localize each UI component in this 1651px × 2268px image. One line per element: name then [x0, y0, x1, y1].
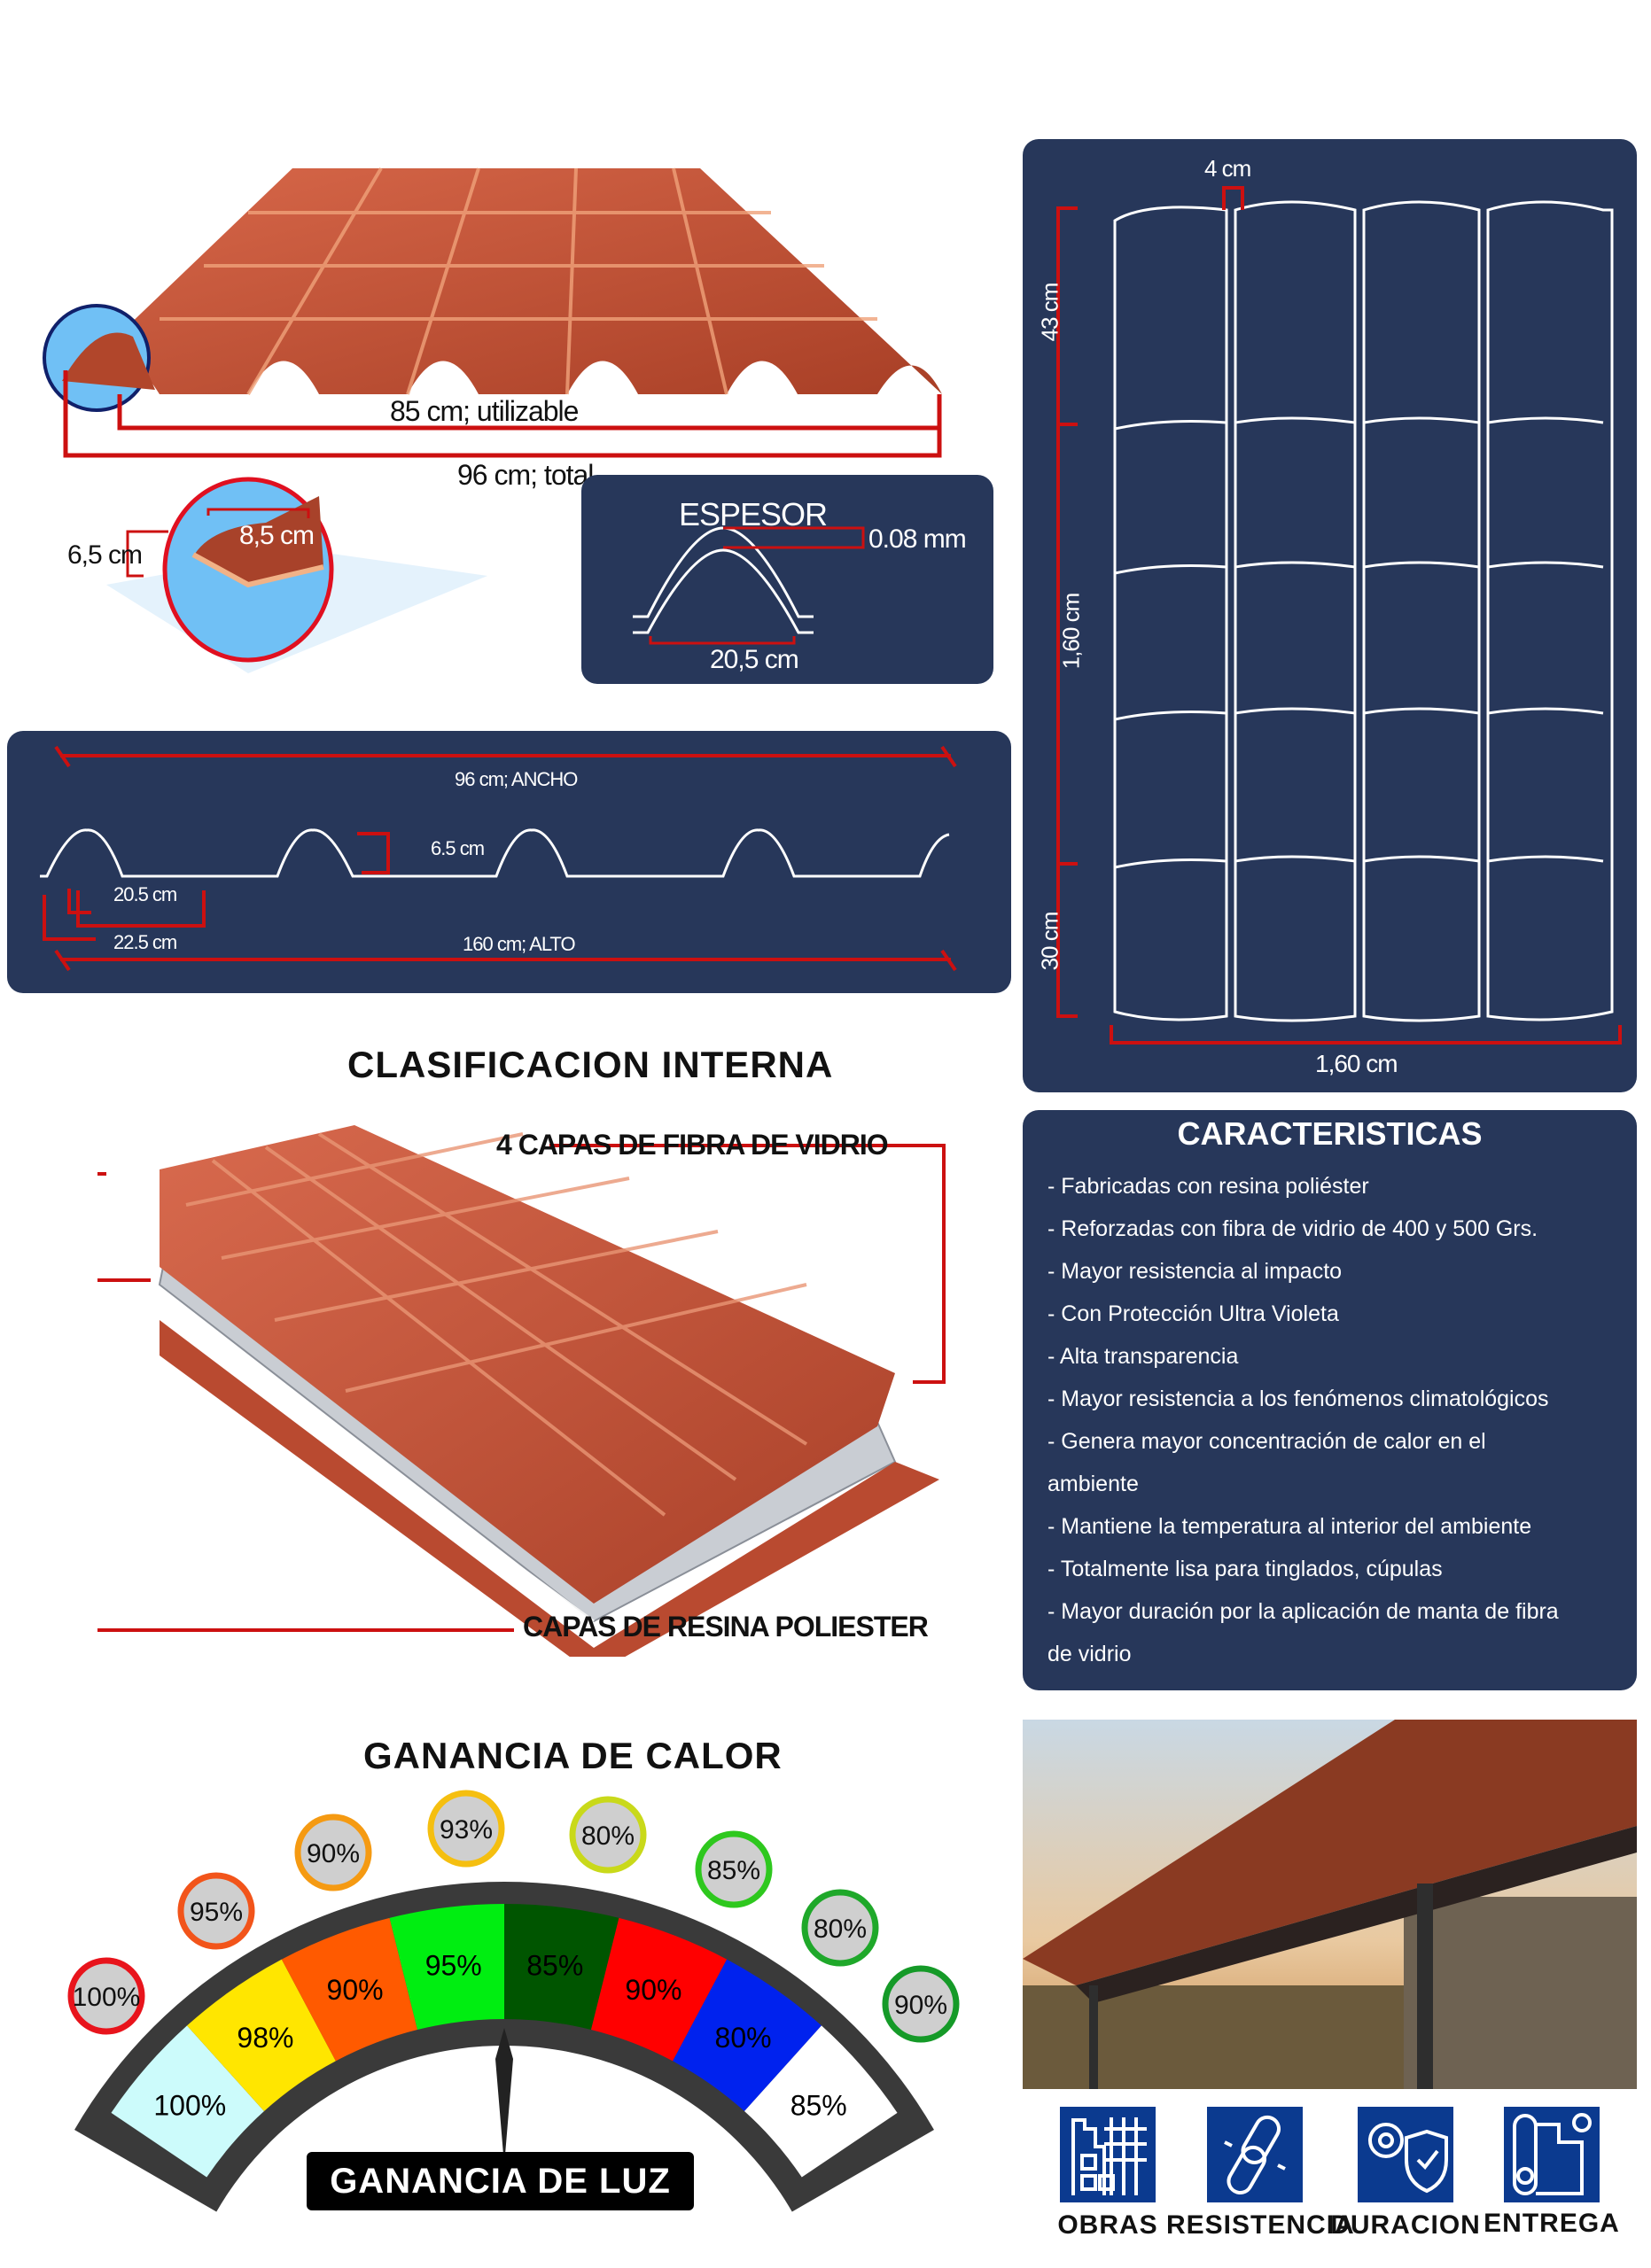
plan-view-panel: 4 cm 43 cm 1,60 cm 30 cm 1,60 cm: [1023, 139, 1637, 1092]
heat-gain-circle: [427, 1790, 505, 1868]
gauge-segment: [281, 1917, 418, 2062]
feature-item: de vidrio: [1047, 1642, 1132, 1666]
heat-gain-circle: [882, 1965, 960, 2043]
heat-gain-label: 80%: [581, 1821, 635, 1851]
heat-gain-title: GANANCIA DE CALOR: [363, 1735, 783, 1776]
caracteristicas-title: CARACTERISTICAS: [1177, 1115, 1483, 1152]
gauge-segment-label: 98%: [237, 2022, 293, 2054]
total-width-label: 96 cm; total: [457, 459, 594, 491]
light-gain-label: GANANCIA DE LUZ: [330, 2162, 671, 2201]
plan-view-drawing: [1056, 186, 1622, 1045]
gauge-segment-label: 85%: [790, 2090, 847, 2122]
feature-label-resistencia: RESISTENCIA: [1166, 2210, 1355, 2240]
clasificacion-title: CLASIFICACION INTERNA: [347, 1044, 834, 1085]
heat-gain-circle: [177, 1872, 255, 1950]
heat-gain-label: 85%: [707, 1856, 760, 1885]
gauge-segment-label: 85%: [526, 1950, 583, 1982]
gauge-segment-label: 100%: [153, 2090, 226, 2122]
heat-gain-label: 90%: [307, 1839, 360, 1868]
ridge-label: 8,5 cm: [239, 521, 315, 550]
heat-gain-circle: [294, 1814, 372, 1891]
light-gain-box: GANANCIA DE LUZ: [307, 2152, 694, 2210]
fiber-layers-label: 4 CAPAS DE FIBRA DE VIDRIO: [496, 1129, 889, 1161]
tile-sheet-illustration: [43, 167, 942, 673]
gauge-segment: [590, 1917, 728, 2062]
building-icon: [1060, 2107, 1156, 2202]
resin-layers-label: CAPAS DE RESINA POLIESTER: [523, 1611, 929, 1643]
feature-item: - Genera mayor concentración de calor en…: [1047, 1429, 1486, 1454]
espesor-title: ESPESOR: [679, 496, 828, 532]
espesor-panel: ESPESOR 0.08 mm 20,5 cm: [581, 475, 993, 684]
feature-label-duracion: DURACION: [1330, 2210, 1481, 2240]
caracteristicas-panel: CARACTERISTICAS - Fabricadas con resina …: [1023, 1110, 1637, 1690]
heat-gain-label: 80%: [814, 1915, 867, 1944]
gauge-segment-label: 95%: [425, 1950, 482, 1982]
profile-pitch-label: 22.5 cm: [113, 931, 177, 953]
chain-link-icon: [1207, 2107, 1303, 2202]
roll-delivery-icon: [1504, 2107, 1600, 2202]
gauge-segment-label: 90%: [625, 1974, 681, 2006]
profile-length-label: 160 cm; ALTO: [463, 933, 576, 955]
gauge-segment: [389, 1904, 504, 2031]
feature-item: - Mayor duración por la aplicación de ma…: [1047, 1599, 1559, 1624]
heat-gain-label: 100%: [73, 1983, 141, 2012]
heat-gain-label: 93%: [440, 1815, 493, 1845]
bottom-width-label: 1,60 cm: [1315, 1050, 1398, 1077]
feature-item: - Mantiene la temperatura al interior de…: [1047, 1514, 1532, 1539]
gauge-needle: [495, 2028, 513, 2165]
gauge-segment: [673, 1959, 822, 2112]
feature-item: - Con Protección Ultra Violeta: [1047, 1301, 1339, 1326]
gauge-segment: [744, 2025, 898, 2178]
gear-shield-icon: [1358, 2107, 1453, 2202]
feature-label-obras: OBRAS: [1057, 2210, 1158, 2240]
top-row-label: 43 cm: [1036, 283, 1063, 342]
feature-item: - Reforzadas con fibra de vidrio de 400 …: [1047, 1216, 1538, 1241]
heat-gain-label: 95%: [190, 1898, 243, 1927]
gauge-segment: [111, 2025, 265, 2178]
gauge-segment-label: 90%: [327, 1974, 384, 2006]
profile-width-label: 96 cm; ANCHO: [455, 768, 578, 790]
espesor-width: 20,5 cm: [710, 645, 799, 674]
usable-width-label: 85 cm; utilizable: [390, 395, 579, 427]
heat-gain-circle: [67, 1957, 145, 2035]
feature-label-entrega: ENTREGA: [1484, 2209, 1620, 2238]
height-label: 6,5 cm: [67, 540, 143, 570]
bottom-row-label: 30 cm: [1036, 912, 1063, 971]
gauge-segment: [187, 1959, 336, 2112]
caracteristicas-list: - Fabricadas con resina poliéster - Refo…: [1047, 1165, 1616, 1675]
feature-item: - Mayor resistencia al impacto: [1047, 1259, 1343, 1284]
gauge-segment-label: 80%: [715, 2022, 772, 2054]
feature-item: - Alta transparencia: [1047, 1344, 1239, 1369]
feature-item: - Totalmente lisa para tinglados, cúpula…: [1047, 1557, 1443, 1581]
profile-height-label: 6.5 cm: [431, 837, 485, 859]
feature-item: - Fabricadas con resina poliéster: [1047, 1174, 1369, 1199]
light-gain-gauge: 100% 98% 90% 95% 85% 90% 80% 85% 100% 95% 90% 93% 80…: [67, 1790, 960, 2212]
feature-item: - Mayor resistencia a los fenómenos clim…: [1047, 1386, 1549, 1411]
heat-gain-circle: [801, 1889, 879, 1967]
total-length-label: 1,60 cm: [1057, 593, 1085, 670]
heat-gain-label: 90%: [894, 1991, 947, 2020]
thickness-profile: [633, 526, 865, 645]
profile-wave-label: 20.5 cm: [113, 883, 177, 905]
gauge-segment: [504, 1904, 619, 2031]
feature-item: ambiente: [1047, 1472, 1139, 1496]
layers-illustration: [97, 1125, 946, 1657]
gap-label: 4 cm: [1204, 155, 1251, 182]
heat-gain-circle: [569, 1796, 647, 1874]
installed-roof-photo: [1023, 1720, 1637, 2089]
thickness-value: 0.08 mm: [868, 524, 967, 554]
heat-gain-circle: [695, 1830, 773, 1908]
profile-drawing: [40, 745, 957, 972]
profile-panel: 96 cm; ANCHO 6.5 cm 20.5 cm 22.5 cm 160 …: [7, 731, 1011, 993]
